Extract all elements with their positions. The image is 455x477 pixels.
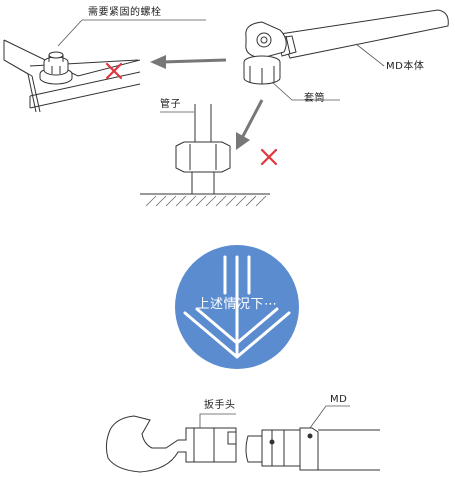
- bolt-label-leader-diag: [57, 19, 83, 47]
- md-label-leader: [309, 405, 350, 429]
- label-bolt-to-tighten: 需要紧固的螺栓: [88, 7, 162, 18]
- wrench-label-leader: [199, 413, 236, 428]
- arrow-left: [150, 55, 227, 69]
- wrench-head-illustration: [105, 415, 237, 473]
- md-coupler-illustration: [245, 427, 380, 471]
- label-socket: 套筒: [304, 93, 325, 104]
- cross-mark-middle: [260, 148, 278, 166]
- label-pipe: 管子: [160, 99, 181, 110]
- label-wrench-head: 扳手头: [204, 400, 236, 411]
- label-md: MD: [330, 394, 348, 405]
- bolt-plate-illustration: [3, 39, 141, 113]
- badge-text: 上述情况下⋯: [196, 297, 278, 312]
- ground-hatching: [140, 193, 270, 207]
- label-md-body: MD本体: [386, 61, 425, 72]
- badge-circle: 上述情况下⋯: [175, 245, 299, 369]
- arrow-down-left: [236, 99, 264, 150]
- pipe-nut-illustration: [175, 104, 231, 194]
- socket-label-leader: [271, 81, 340, 101]
- cross-mark-top: [105, 62, 123, 80]
- badge-arrow-icon: [183, 255, 291, 359]
- md-body-leader: [355, 43, 385, 67]
- md-tool-illustration: [243, 9, 449, 85]
